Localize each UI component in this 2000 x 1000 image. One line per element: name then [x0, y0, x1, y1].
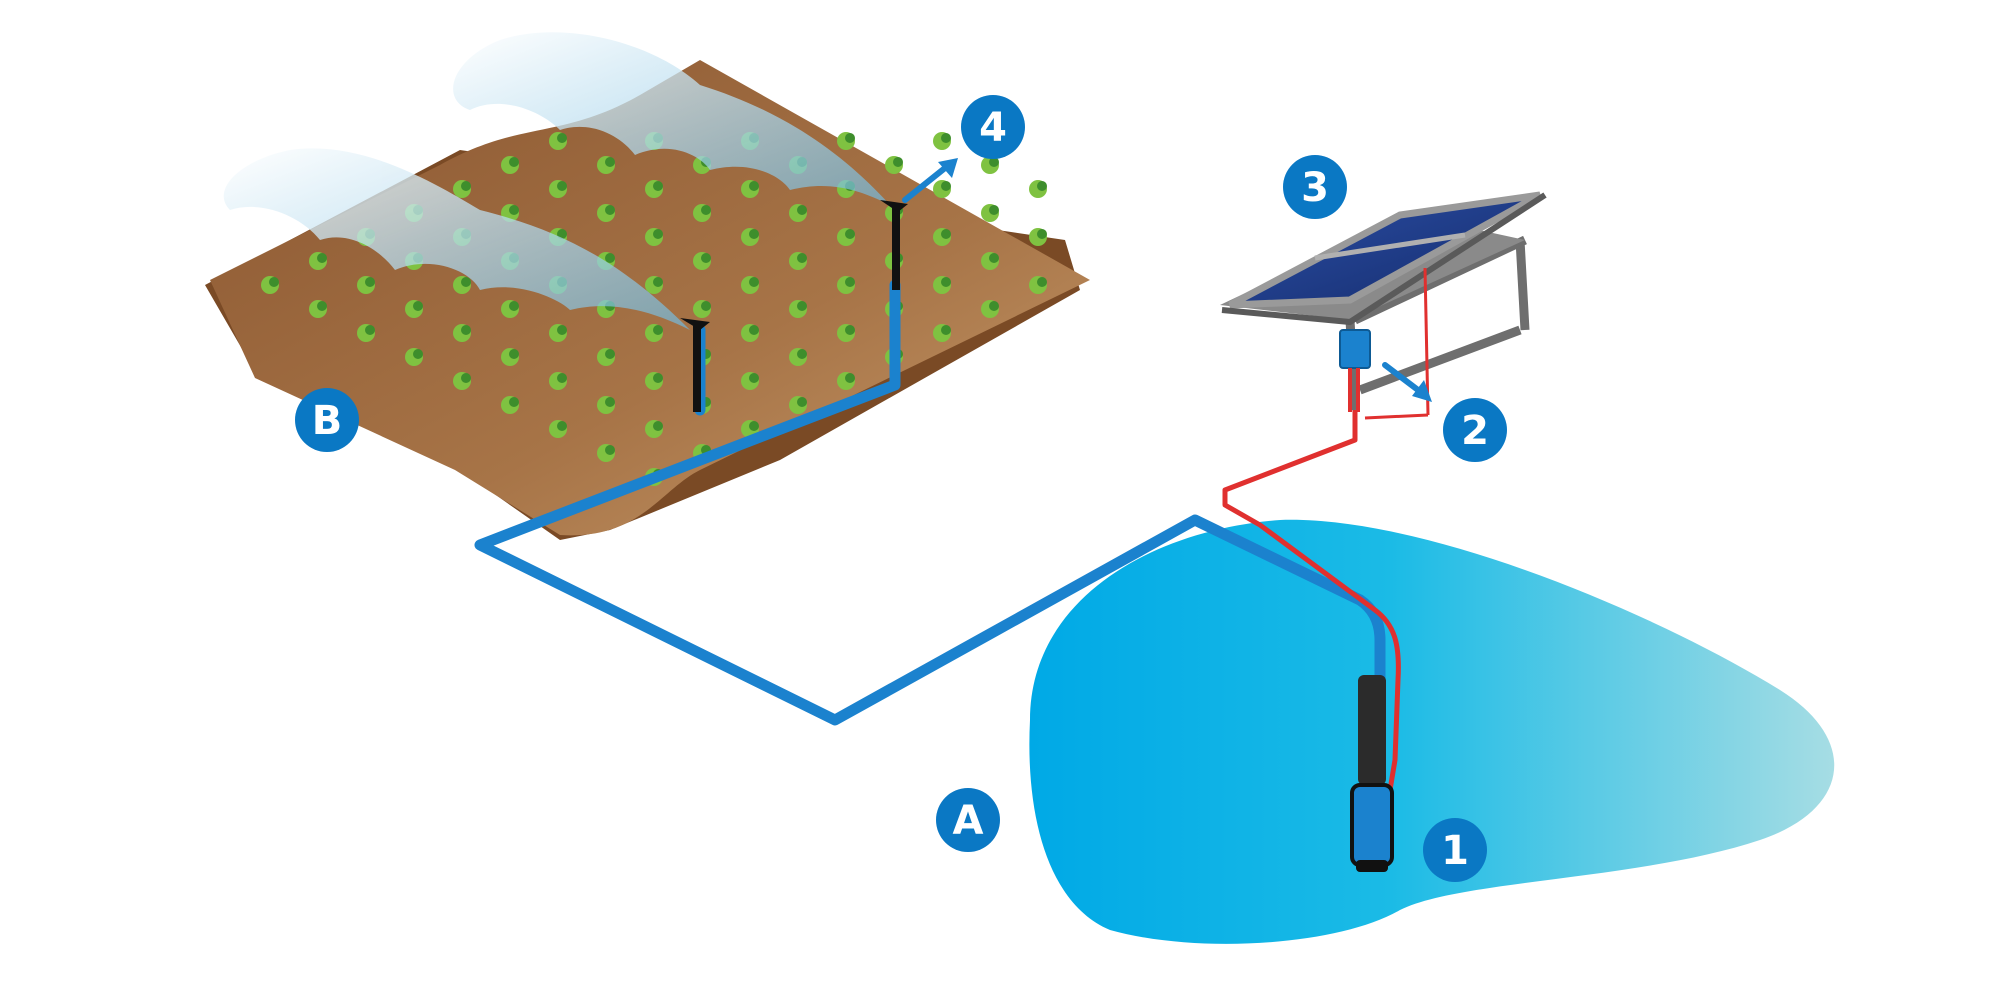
crop-plant-shade: [557, 133, 567, 143]
solar-panel-divider: [1314, 232, 1466, 261]
crop-plant-shade: [749, 421, 759, 431]
crop-plant-shade: [749, 277, 759, 287]
crop-plant-shade: [941, 325, 951, 335]
crop-plant-shade: [557, 229, 567, 239]
water-pond: [1029, 519, 1835, 944]
crop-plant-shade: [701, 205, 711, 215]
crop-plant-shade: [269, 277, 279, 287]
spray-cloud-right: [453, 32, 890, 206]
crop-plant-shade: [605, 157, 615, 167]
crop-plant-shade: [989, 301, 999, 311]
crop-plant-shade: [653, 325, 663, 335]
crop-plant-shade: [1037, 181, 1047, 191]
crop-plant-shade: [989, 157, 999, 167]
crop-plant-shade: [749, 229, 759, 239]
crop-plant-shade: [749, 373, 759, 383]
crop-plant-shade: [653, 181, 663, 191]
crop-plant-shade: [605, 445, 615, 455]
crop-plant-shade: [509, 397, 519, 407]
crop-plant-shade: [557, 325, 567, 335]
crop-plant-shade: [845, 229, 855, 239]
crop-plant-shade: [605, 205, 615, 215]
badge-3: 3: [1283, 155, 1347, 219]
crop-plant-shade: [605, 253, 615, 263]
crop-plant-shade: [365, 325, 375, 335]
crop-plant-shade: [605, 349, 615, 359]
crop-plant-shade: [797, 397, 807, 407]
crop-plant-shade: [653, 229, 663, 239]
crop-plant-shade: [797, 205, 807, 215]
crop-plant-shade: [365, 277, 375, 287]
spray-cloud-left: [223, 148, 690, 330]
crop-plant-shade: [605, 397, 615, 407]
arrow-sprinkler: [902, 158, 958, 203]
badge-4: 4: [961, 95, 1025, 159]
crop-plant-shade: [797, 253, 807, 263]
crop-plant-shade: [797, 349, 807, 359]
crop-plant-shade: [509, 301, 519, 311]
arrow-controller: [1382, 362, 1432, 402]
submersible-pump-icon: [1350, 675, 1394, 872]
crop-plant-shade: [941, 229, 951, 239]
sprinkler-spray: [223, 32, 890, 330]
crop-plant-shade: [845, 133, 855, 143]
crop-plant-shade: [509, 349, 519, 359]
crop-plant-shade: [461, 277, 471, 287]
solar-panel-icon: [1220, 191, 1547, 411]
sprinkler-post-left: [693, 322, 701, 412]
badge-a: A: [936, 788, 1000, 852]
svg-text:A: A: [953, 798, 984, 844]
svg-text:4: 4: [979, 105, 1007, 151]
crop-plant-shade: [989, 253, 999, 263]
badge-2: 2: [1443, 398, 1507, 462]
crop-plant-shade: [461, 181, 471, 191]
crop-plant-shade: [1037, 277, 1047, 287]
crop-plant-shade: [461, 373, 471, 383]
crop-plant-shade: [509, 157, 519, 167]
crop-plant-shade: [797, 301, 807, 311]
crop-plant-shade: [413, 349, 423, 359]
crop-plant-shade: [701, 253, 711, 263]
sprinkler-head-right: [880, 200, 908, 212]
svg-text:2: 2: [1461, 408, 1489, 454]
svg-text:B: B: [312, 398, 343, 444]
sprinkler-post-right: [892, 205, 900, 290]
crop-plant-shade: [461, 325, 471, 335]
crop-plant-shade: [317, 301, 327, 311]
crop-plant-shade: [317, 253, 327, 263]
crop-plant-shade: [1037, 229, 1047, 239]
power-cable: [1222, 410, 1401, 791]
badge-1: 1: [1423, 818, 1487, 882]
crop-plant-shade: [653, 373, 663, 383]
crop-plant-shade: [941, 277, 951, 287]
crop-plant-shade: [749, 181, 759, 191]
crop-plant-shade: [653, 277, 663, 287]
crop-plant-shade: [845, 325, 855, 335]
crop-plant-shade: [557, 373, 567, 383]
solar-frame-front: [1221, 192, 1547, 326]
crop-plant-shade: [749, 325, 759, 335]
crop-plant-shade: [941, 133, 951, 143]
crop-rows: [261, 132, 1047, 486]
sprinkler-head-left: [680, 318, 710, 330]
crop-plant-shade: [989, 205, 999, 215]
svg-text:1: 1: [1441, 828, 1469, 874]
sprinkler-icon: [680, 200, 908, 412]
crop-plant-shade: [509, 205, 519, 215]
crop-plant-shade: [701, 301, 711, 311]
crop-plant-shade: [941, 181, 951, 191]
svg-text:3: 3: [1301, 165, 1329, 211]
crop-plant-shade: [653, 421, 663, 431]
crop-plant-shade: [557, 421, 567, 431]
crop-plant-shade: [845, 277, 855, 287]
badge-b: B: [295, 388, 359, 452]
crop-plant-shade: [845, 373, 855, 383]
crop-plant-shade: [893, 157, 903, 167]
crop-plant-shade: [413, 301, 423, 311]
crop-plant-shade: [557, 181, 567, 191]
